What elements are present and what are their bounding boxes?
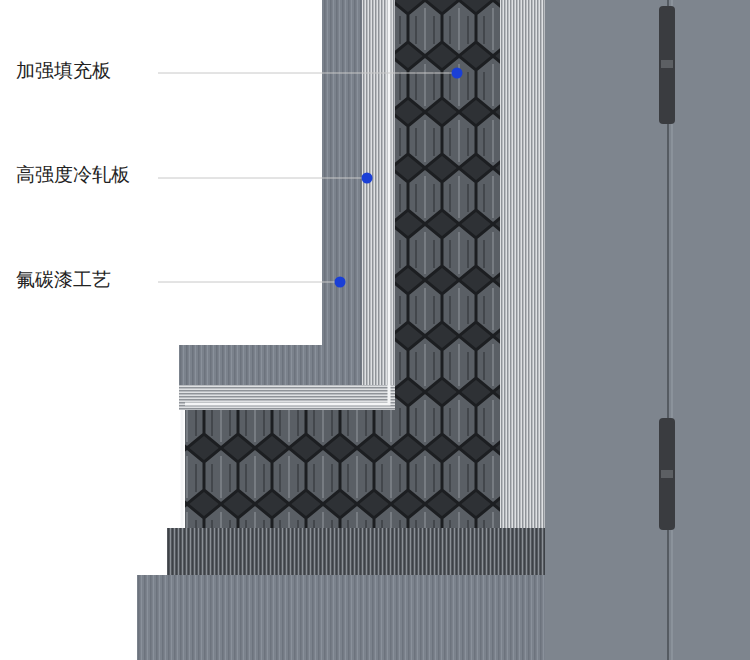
part-name: 加强填充板: [14, 59, 113, 82]
part-name: 氟碳漆工艺: [14, 268, 113, 291]
part-name: 高强度冷轧板: [14, 163, 132, 186]
